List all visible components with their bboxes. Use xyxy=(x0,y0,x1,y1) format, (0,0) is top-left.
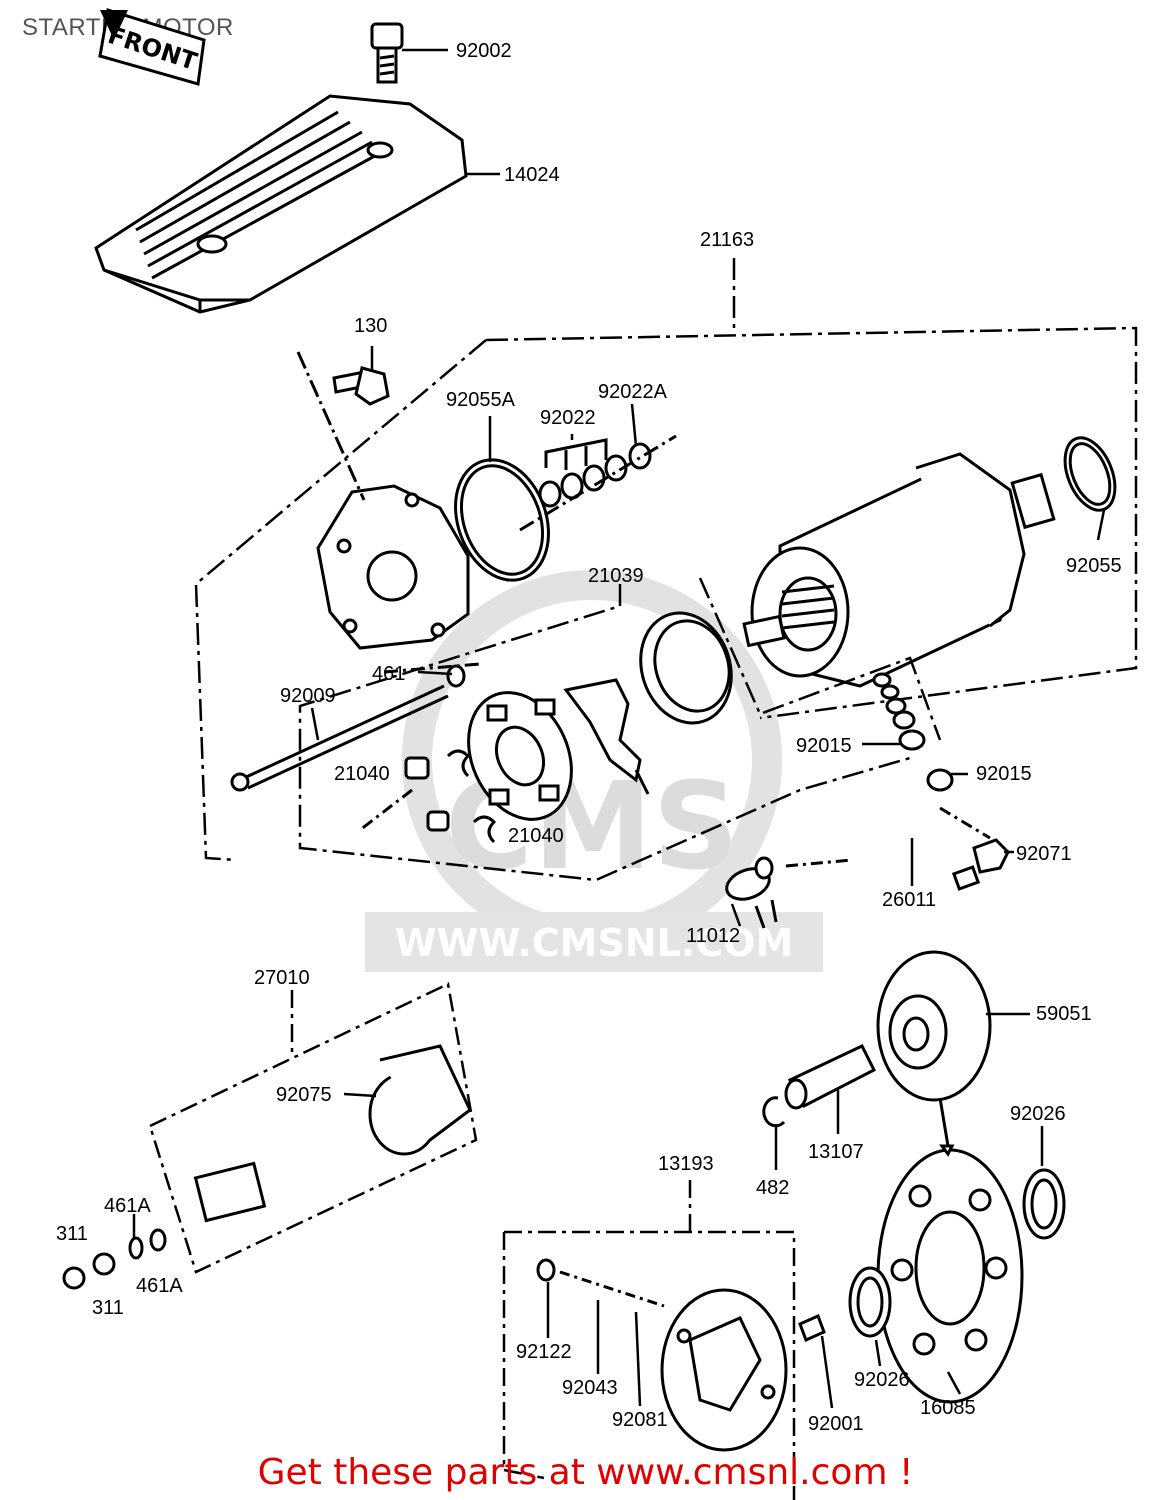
assembly-21163-frame xyxy=(194,258,1138,862)
part-label-92001[interactable]: 92001 xyxy=(808,1413,864,1435)
terminal-92071-drawing xyxy=(939,806,1010,891)
part-label-92026-a[interactable]: 92026 xyxy=(1010,1103,1066,1125)
watermark-url-bar xyxy=(365,912,823,972)
sprocket-16085-drawing xyxy=(876,1097,1024,1404)
brush-ring-drawing xyxy=(639,611,733,725)
shaft-13107-drawing xyxy=(762,1044,877,1128)
watermark-url: WWW.CMSNL.COM xyxy=(395,921,794,965)
through-bolt-92009-drawing xyxy=(230,662,481,792)
part-label-461a-b[interactable]: 461A xyxy=(136,1275,183,1297)
part-label-92002[interactable]: 92002 xyxy=(456,40,512,62)
part-label-92043[interactable]: 92043 xyxy=(562,1377,618,1399)
leader-lines xyxy=(132,48,1106,1409)
part-label-92009[interactable]: 92009 xyxy=(280,685,336,707)
part-label-14024[interactable]: 14024 xyxy=(504,164,560,186)
part-label-92075[interactable]: 92075 xyxy=(276,1084,332,1106)
part-label-21040-a[interactable]: 21040 xyxy=(334,763,390,785)
part-label-482[interactable]: 482 xyxy=(756,1177,789,1199)
nuts-311-drawing xyxy=(62,1228,167,1290)
part-label-130[interactable]: 130 xyxy=(354,315,387,337)
part-label-311-a[interactable]: 311 xyxy=(56,1223,88,1245)
front-tag-plate xyxy=(98,8,206,86)
washers-92026-drawing xyxy=(848,1168,1066,1338)
brushes-21040-drawing xyxy=(359,749,497,844)
part-label-92022a[interactable]: 92022A xyxy=(598,381,668,403)
part-label-16085[interactable]: 16085 xyxy=(920,1397,976,1419)
springs-92015-drawing xyxy=(872,672,954,792)
part-label-92015-a[interactable]: 92015 xyxy=(796,735,852,757)
part-label-92071[interactable]: 92071 xyxy=(1016,843,1072,865)
cover-14024-drawing xyxy=(94,94,468,314)
bolt-92002-drawing xyxy=(370,22,404,84)
part-label-92026-b[interactable]: 92026 xyxy=(854,1369,910,1391)
part-label-461a-a[interactable]: 461A xyxy=(104,1195,151,1217)
part-label-311-b[interactable]: 311 xyxy=(92,1297,124,1319)
clutch-housing-drawing xyxy=(536,1258,826,1452)
end-cover-drawing xyxy=(296,351,470,650)
o-ring-92055-drawing xyxy=(1063,436,1117,512)
part-label-26011[interactable]: 26011 xyxy=(882,889,936,911)
part-label-21163[interactable]: 21163 xyxy=(700,229,754,251)
front-tag-arrow xyxy=(100,10,128,40)
motor-body-drawing xyxy=(742,452,1056,688)
gear-59051-drawing xyxy=(876,950,992,1102)
part-label-13193[interactable]: 13193 xyxy=(658,1153,714,1175)
part-label-92015-b[interactable]: 92015 xyxy=(976,763,1032,785)
part-label-92081[interactable]: 92081 xyxy=(612,1409,668,1431)
brush-frame-21039 xyxy=(298,577,942,882)
assembly-13193-frame xyxy=(502,1180,796,1500)
footer-link[interactable]: Get these parts at www.cmsnl.com ! xyxy=(257,1452,914,1493)
part-label-92055a[interactable]: 92055A xyxy=(446,389,516,411)
part-11012-drawing xyxy=(725,856,853,929)
part-label-59051[interactable]: 59051 xyxy=(1036,1003,1092,1025)
part-label-461[interactable]: 461 xyxy=(372,663,405,685)
part-label-13107[interactable]: 13107 xyxy=(808,1141,864,1163)
part-label-21040-b[interactable]: 21040 xyxy=(508,825,564,847)
part-label-92022[interactable]: 92022 xyxy=(540,407,596,429)
part-label-21039[interactable]: 21039 xyxy=(588,565,644,587)
switch-92075-drawing xyxy=(193,1044,472,1223)
part-label-92055[interactable]: 92055 xyxy=(1066,555,1122,577)
assembly-27010-frame xyxy=(148,982,478,1274)
bolt-130-drawing xyxy=(332,366,390,406)
part-label-11012[interactable]: 11012 xyxy=(686,925,740,947)
front-tag: FRONT xyxy=(98,8,206,86)
terminal-plate-drawing xyxy=(563,678,650,795)
part-label-92122[interactable]: 92122 xyxy=(516,1341,572,1363)
part-label-27010[interactable]: 27010 xyxy=(254,967,310,989)
brush-plate-drawing xyxy=(467,691,573,821)
washers-92022-drawing xyxy=(519,434,677,532)
